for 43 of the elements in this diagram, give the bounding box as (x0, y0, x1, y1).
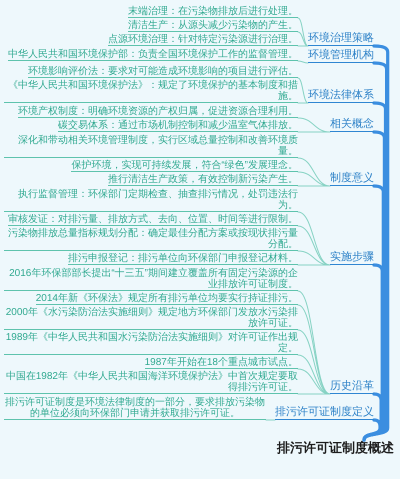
connector-line (298, 354, 330, 394)
central-topic: 排污许可证制度概述 (277, 440, 394, 456)
connector-line (298, 32, 308, 46)
branch-topic: 排污许可证制度定义 (275, 406, 374, 420)
connector-line (298, 226, 330, 266)
leaf-topic: 碳交易体系：通过市场机制控制和减少温室气体排放。 (58, 120, 298, 132)
leaf-topic: 中华人民共和国环境保护部：负责全国环境保护工作的监督管理。 (8, 49, 298, 61)
leaf-topic: 审核发证：对排污量、排放方式、去向、位置、时间等进行限制。 (8, 214, 298, 226)
leaf-topic: 点源环境治理：针对特定污染源进行治理。 (108, 34, 298, 46)
branch-topic: 制度意义 (330, 172, 374, 186)
connector-line (298, 102, 308, 104)
leaf-topic: 2014年新《环保法》规定所有排污单位均要实行持证排污。 (36, 293, 298, 305)
leaf-topic: 2000年《水污染防治法实施细则》规定地方环保部门发放水污染排放许可证。 (4, 307, 298, 330)
connector-line (298, 18, 308, 46)
connector-line (298, 78, 308, 104)
connector-line (298, 60, 308, 64)
connector-line (298, 368, 330, 394)
leaf-topic: 推行清洁生产政策，有效控制新污染产生。 (108, 174, 298, 186)
leaf-topic: 保护环境，实现可持续发展，符合“绿色”发展理念。 (71, 160, 298, 172)
leaf-topic: 深化和带动相关环境管理制度，实行区域总量控制和改善环境质量。 (4, 135, 298, 158)
branch-topic: 环境法律体系 (308, 89, 374, 103)
leaf-topic: 清洁生产：从源头减少污染物的产生。 (128, 20, 298, 32)
branch-topic: 历史沿革 (330, 380, 374, 394)
connector-line (298, 264, 330, 266)
leaf-topic: 排污许可证制度是环境法律制度的一部分，要求排放污染物的单位必须向环保部门申请并获取排污许可证。 (4, 397, 266, 420)
leaf-topic: 中国在1982年《中华人民共和国海洋环境保护法》中首次规定要取得排污许可证。 (4, 371, 298, 394)
branch-topic: 环境管理机构 (308, 49, 374, 63)
leaf-topic: 《中华人民共和国环境保护法》：规定了环境保护的基本制度和措施。 (4, 80, 298, 103)
connector-line (298, 330, 330, 394)
leaf-topic: 1989年《中华人民共和国水污染防治法实施细则》对许可证作出规定。 (4, 332, 298, 355)
branch-topic: 相关概念 (330, 118, 374, 132)
leaf-topic: 污染物排放总量指标规划分配：确定最佳分配方案或按现状排污量分配。 (4, 228, 298, 251)
leaf-topic: 1987年开始在18个重点城市试点。 (144, 357, 298, 369)
leaf-topic: 2016年环保部部长提出“十三五”期间建立覆盖所有固定污染源的企业排放许可证制度。 (4, 268, 298, 291)
leaf-topic: 执行监督管理：环保部门定期检查、抽查排污情况，处罚违法行为。 (4, 189, 298, 212)
branch-topic: 实施步骤 (330, 251, 374, 265)
leaf-topic: 环境影响评价法：要求对可能造成环境影响的项目进行评估。 (28, 66, 298, 78)
branch-topic: 环境治理策略 (308, 32, 374, 46)
connector-line (298, 158, 330, 186)
leaf-topic: 排污申报登记：排污单位向环保部门申报登记材料。 (68, 253, 298, 265)
leaf-topic: 末端治理：在污染物排放后进行处理。 (128, 6, 298, 18)
trunk-line (362, 418, 382, 442)
leaf-topic: 环境产权制度：明确环境资源的产权归属，促进资源合理利用。 (18, 106, 298, 118)
